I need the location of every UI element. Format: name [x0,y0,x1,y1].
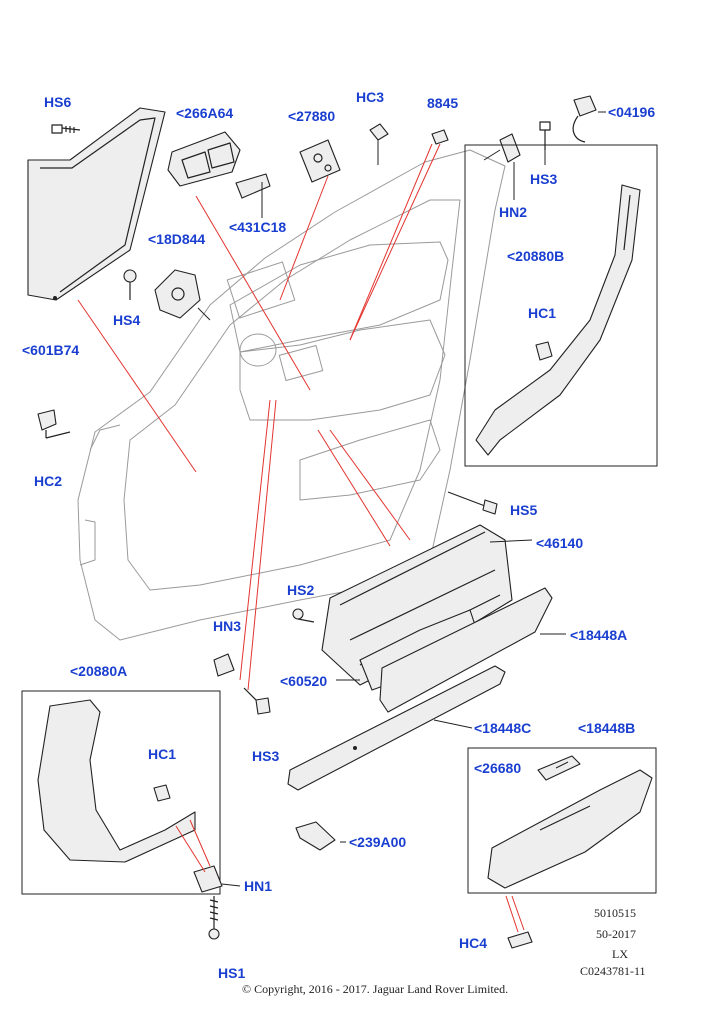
trim-insert-18448b [487,769,653,889]
bezel-431c18 [235,173,271,199]
label-46140: <46140 [536,535,583,551]
copyright-notice: © Copyright, 2016 - 2017. Jaguar Land Ro… [242,982,508,996]
clip-hc4 [507,931,533,949]
speaker-bracket-18d844 [154,269,211,321]
label-hc4: HC4 [459,935,487,951]
label-hs6: HS6 [44,94,71,110]
label-601b74: <601B74 [22,342,79,358]
label-20880b: <20880B [507,248,564,264]
trim-panel-601b74 [27,107,166,301]
inset-box-18448b [467,747,657,894]
label-hn3: HN3 [213,618,241,634]
nut-hn1 [193,865,241,893]
screw-hs1 [208,896,220,940]
screw-hs5 [447,491,498,515]
screw-hs2 [292,608,315,623]
label-239a00: <239A00 [349,834,406,850]
label-18448c: <18448C [474,720,531,736]
trim-strip-20880b [475,184,641,456]
label-18d844: <18D844 [148,231,205,247]
callout-ticks [261,111,606,843]
switch-pack-266a64 [167,131,241,187]
label-18448a: <18448A [570,627,627,643]
label-266a64: <266A64 [176,105,233,121]
connector-239a00 [295,821,336,851]
clip-hn3 [213,653,235,677]
leader-lines [77,143,525,933]
callout-labels: HS6 <266A64 <27880 HC3 8845 <04196 HS3 H… [22,89,655,981]
meta-line-2: 50-2017 [596,927,636,941]
screw-hs6 [51,124,81,134]
label-hn2: HN2 [499,204,527,220]
inset-box-20880a [21,690,221,895]
clip-hc1-left [153,784,171,802]
clip-hc1-right [535,341,553,361]
nut-hn2 [483,133,521,200]
label-hc3-top: HC3 [356,89,384,105]
label-26680: <26680 [474,760,521,776]
bracket-27880 [299,139,341,183]
drawing-reference-block: 5010515 50-2017 LX C0243781-11 [580,906,646,978]
label-20880a: <20880A [70,663,127,679]
screw-hs3-bottom [243,687,271,715]
label-hs4: HS4 [113,312,140,328]
label-hc1-left: HC1 [148,746,176,762]
label-27880: <27880 [288,108,335,124]
label-18448b: <18448B [578,720,635,736]
plug-8845 [431,129,449,145]
label-hs5: HS5 [510,502,537,518]
clip-hc3-top [369,123,389,165]
screw-hs4 [123,269,137,300]
trim-strip-20880a [37,699,196,863]
door-panel-ghost [77,149,506,641]
harness-04196 [572,95,597,143]
trim-26680 [537,755,581,781]
clip-hc2 [37,409,71,439]
label-hn1: HN1 [244,878,272,894]
meta-line-4: C0243781-11 [580,964,646,978]
label-hs3-bottom: HS3 [252,748,279,764]
label-hc2: HC2 [34,473,62,489]
inset-box-20880b [464,144,658,467]
label-hc1-right: HC1 [528,305,556,321]
label-431c18: <431C18 [229,219,286,235]
label-8845: 8845 [427,95,458,111]
trim-strip-18448a [379,587,553,713]
label-04196: <04196 [608,104,655,120]
label-60520: <60520 [280,673,327,689]
label-hs2: HS2 [287,582,314,598]
label-hs3-top: HS3 [530,171,557,187]
trim-strip-18448c [287,665,506,791]
meta-line-3: LX [612,947,628,961]
meta-line-1: 5010515 [594,906,636,920]
label-hs1: HS1 [218,965,245,981]
screw-hs3-top [539,121,551,165]
